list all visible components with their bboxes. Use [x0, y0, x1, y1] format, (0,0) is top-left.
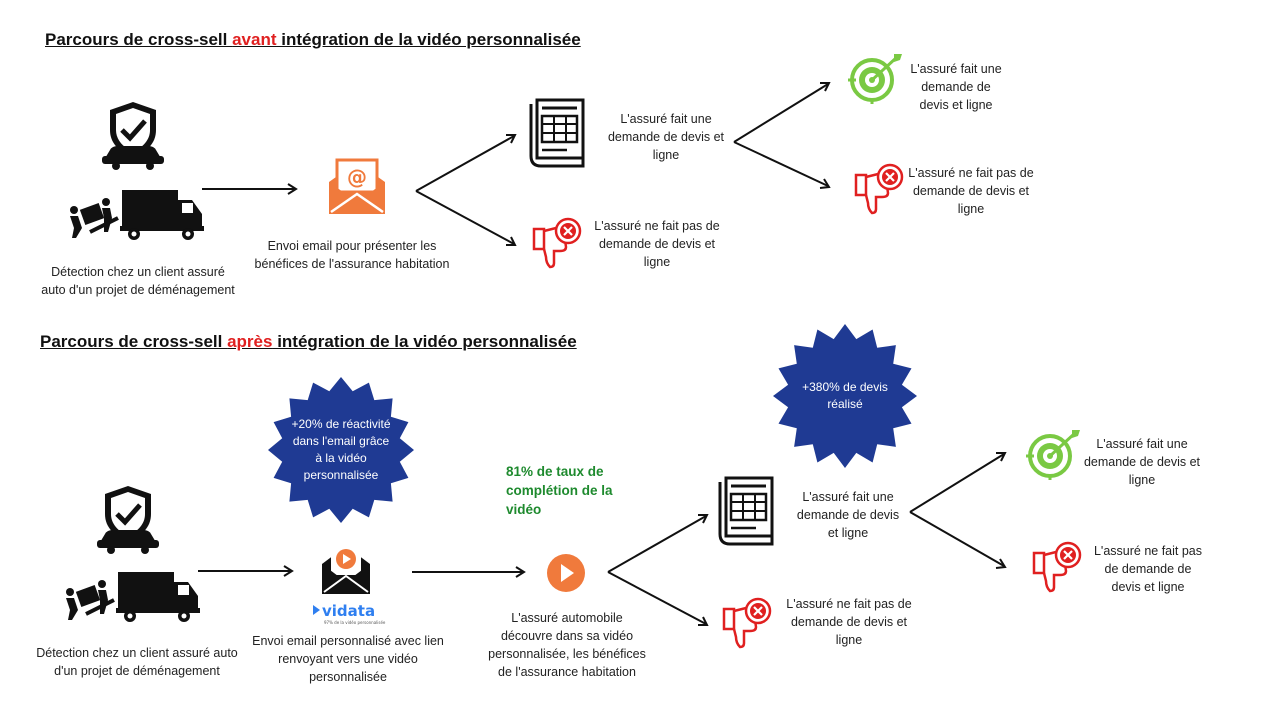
- thumbs-down-icon: [1032, 541, 1082, 593]
- s1-final-branch-arrows: [733, 82, 831, 189]
- thumbs-down-icon: [722, 597, 772, 649]
- s2-step2-caption: Envoi email personnalisé avec lien renvo…: [252, 634, 444, 684]
- completion-rate-stat: 81% de taux de complétion de la vidéo: [506, 464, 613, 517]
- target-success-icon: [848, 54, 902, 104]
- vidata-logo-wordmark: vidata: [322, 602, 375, 620]
- thumbs-down-icon: [532, 217, 582, 269]
- thumbs-down-icon: [854, 163, 904, 215]
- s1-branch-arrows: [415, 134, 517, 246]
- vidata-logo-mark: vidata 97% de la vidéo personnalisée: [313, 602, 386, 625]
- s1-branch-yes-caption: L'assuré fait une demande de devis et li…: [607, 112, 725, 162]
- s1-step2-caption: Envoi email pour présenter les bénéfices…: [254, 239, 450, 271]
- vidata-logo: vidata 97% de la vidéo personnalisée: [311, 600, 386, 626]
- section1-title: Parcours de cross-sell avant intégration…: [45, 30, 581, 49]
- reactivity-burst-badge: [268, 377, 414, 523]
- quotes-increase-burst-text: +380% de devis réalisé: [802, 380, 888, 411]
- reactivity-burst-text: +20% de réactivité dans l'email grâce à …: [291, 417, 391, 482]
- vidata-logo-tagline: 97% de la vidéo personnalisée: [324, 620, 386, 625]
- s1-final-yes-caption: L'assuré fait une demande de devis et li…: [910, 62, 1002, 112]
- insurance-shield-car-icon: [102, 102, 164, 170]
- section2-title: Parcours de cross-sell après intégration…: [40, 332, 577, 351]
- s2-branch-arrows: [607, 514, 709, 626]
- quotes-increase-burst-badge: [773, 324, 917, 468]
- moving-truck-icon: [70, 190, 204, 240]
- s1-arrow-1: [202, 183, 298, 195]
- svg-text:@: @: [347, 165, 367, 189]
- moving-truck-icon: [66, 572, 200, 622]
- s2-final-no-caption: L'assuré ne fait pas de demande de devis…: [1093, 544, 1202, 594]
- quote-form-icon: [718, 476, 774, 546]
- s2-arrow-1: [198, 565, 294, 577]
- s2-branch-yes-caption: L'assuré fait une demande de devis et li…: [796, 490, 900, 540]
- quote-form-icon: [529, 98, 585, 168]
- email-icon: @: [329, 158, 385, 214]
- s1-branch-no-caption: L'assuré ne fait pas de demande de devis…: [594, 219, 720, 269]
- s2-step1-caption: Détection chez un client assuré auto d'u…: [36, 646, 238, 678]
- target-success-icon: [1026, 430, 1080, 480]
- s2-final-yes-caption: L'assuré fait une demande de devis et li…: [1083, 437, 1201, 487]
- play-video-icon: [547, 554, 585, 592]
- s1-final-no-caption: L'assuré ne fait pas de demande de devis…: [908, 166, 1034, 216]
- s2-arrow-2: [412, 566, 526, 578]
- s2-step3-caption: L'assuré automobile découvre dans sa vid…: [488, 611, 646, 679]
- insurance-shield-car-icon: [97, 486, 159, 554]
- s2-branch-no-caption: L'assuré ne fait pas de demande de devis…: [786, 597, 912, 647]
- s1-step1-caption: Détection chez un client assuré auto d'u…: [41, 265, 235, 297]
- s2-final-branch-arrows: [909, 452, 1007, 569]
- video-email-icon: [322, 545, 370, 594]
